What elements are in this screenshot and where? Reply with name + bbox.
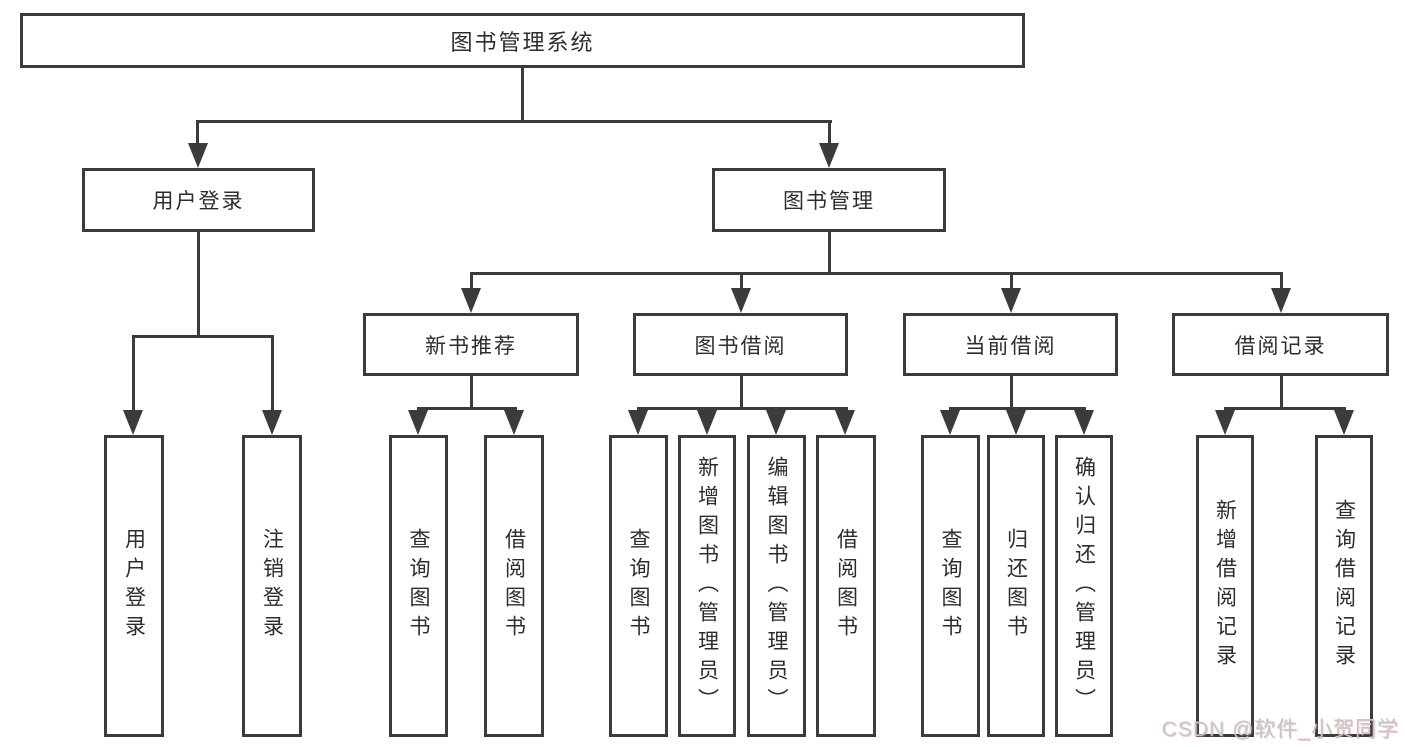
node-leaf-bb-edit-books-admin: 编辑图书（管理员） — [747, 435, 806, 737]
node-leaf-bb-edit-books-admin-label: 编辑图书（管理员） — [765, 455, 788, 717]
node-leaf-cb-confirm-return-admin: 确认归还（管理员） — [1055, 435, 1113, 737]
arrow-down-icon — [1215, 410, 1235, 435]
node-current-borrowing: 当前借阅 — [903, 313, 1118, 376]
connector-root-left-stub — [196, 120, 199, 145]
node-leaf-bb-add-books-admin: 新增图书（管理员） — [678, 435, 736, 737]
arrow-down-icon — [835, 410, 855, 435]
arrow-down-icon — [819, 143, 839, 168]
connector-userlogin-bar — [132, 335, 274, 338]
connector-bookmgmt-stub — [1280, 272, 1283, 290]
connector-root-trunk — [521, 68, 524, 122]
node-leaf-br-query-record-label: 查询借阅记录 — [1332, 499, 1356, 673]
arrow-down-icon — [188, 143, 208, 168]
node-leaf-bb-query-books: 查询图书 — [609, 435, 668, 737]
connector-userlogin-trunk — [197, 232, 200, 337]
node-leaf-cb-confirm-return-admin-label: 确认归还（管理员） — [1072, 455, 1096, 717]
node-leaf-logout-label: 注销登录 — [260, 528, 284, 644]
connector-nb-trunk — [470, 376, 473, 409]
node-user-login-label: 用户登录 — [152, 190, 245, 213]
connector-br-bar — [1224, 407, 1346, 410]
node-leaf-user-login: 用户登录 — [104, 435, 164, 737]
connector-userlogin-stub — [271, 335, 274, 412]
node-leaf-br-add-record-label: 新增借阅记录 — [1213, 499, 1237, 673]
node-leaf-nb-borrow-books-label: 借阅图书 — [502, 528, 526, 644]
node-user-login: 用户登录 — [82, 168, 315, 232]
connector-bb-trunk — [740, 376, 743, 409]
node-leaf-bb-query-books-label: 查询图书 — [627, 528, 650, 644]
node-leaf-cb-return-books-label: 归还图书 — [1004, 528, 1028, 644]
arrow-down-icon — [1334, 410, 1354, 435]
node-leaf-cb-query-books-label: 查询图书 — [939, 528, 962, 644]
connector-userlogin-stub — [132, 335, 135, 412]
connector-bookmgmt-stub — [1010, 272, 1013, 290]
csdn-watermark: CSDN @软件_小贺同学 — [1161, 718, 1399, 741]
connector-root-right-stub — [828, 120, 831, 145]
connector-bookmgmt-stub — [740, 272, 743, 290]
node-leaf-br-query-record: 查询借阅记录 — [1315, 435, 1373, 737]
connector-nb-bar — [417, 407, 517, 410]
node-leaf-nb-query-books-label: 查询图书 — [407, 528, 430, 644]
node-borrowing-records-label: 借阅记录 — [1234, 334, 1327, 358]
node-leaf-br-add-record: 新增借阅记录 — [1196, 435, 1254, 737]
arrow-down-icon — [123, 410, 143, 435]
connector-cb-trunk — [1010, 376, 1013, 409]
arrow-down-icon — [697, 410, 717, 435]
connector-cb-bar — [949, 407, 1086, 410]
node-leaf-logout: 注销登录 — [242, 435, 302, 737]
connector-bb-bar — [637, 407, 848, 410]
connector-bookmgmt-stub — [470, 272, 473, 290]
arrow-down-icon — [1271, 288, 1291, 313]
arrow-down-icon — [731, 288, 751, 313]
arrow-down-icon — [766, 410, 786, 435]
node-current-borrowing-label: 当前借阅 — [964, 334, 1057, 358]
connector-bookmgmt-trunk — [828, 232, 831, 274]
node-new-book-recommend: 新书推荐 — [363, 313, 579, 376]
node-leaf-cb-return-books: 归还图书 — [987, 435, 1045, 737]
node-leaf-cb-query-books: 查询图书 — [921, 435, 980, 737]
node-root-system-label: 图书管理系统 — [450, 29, 595, 55]
arrow-down-icon — [504, 410, 524, 435]
node-leaf-bb-borrow-books: 借阅图书 — [816, 435, 876, 737]
node-root-system: 图书管理系统 — [20, 13, 1025, 68]
arrow-down-icon — [1006, 410, 1026, 435]
arrow-down-icon — [408, 410, 428, 435]
arrow-down-icon — [262, 410, 282, 435]
arrow-down-icon — [940, 410, 960, 435]
arrow-down-icon — [1001, 288, 1021, 313]
node-leaf-nb-borrow-books: 借阅图书 — [484, 435, 544, 737]
node-leaf-user-login-label: 用户登录 — [122, 528, 146, 644]
arrow-down-icon — [628, 410, 648, 435]
connector-br-trunk — [1280, 376, 1283, 409]
node-leaf-bb-borrow-books-label: 借阅图书 — [834, 528, 858, 644]
node-borrowing-records: 借阅记录 — [1172, 313, 1389, 376]
node-leaf-nb-query-books: 查询图书 — [389, 435, 448, 737]
connector-root-bar — [196, 120, 832, 123]
node-leaf-bb-add-books-admin-label: 新增图书（管理员） — [695, 455, 719, 717]
node-book-borrowing: 图书借阅 — [633, 313, 848, 376]
arrow-down-icon — [461, 288, 481, 313]
arrow-down-icon — [1074, 410, 1094, 435]
node-book-borrowing-label: 图书借阅 — [694, 334, 787, 358]
connector-bookmgmt-bar — [470, 272, 1283, 275]
node-book-management-label: 图书管理 — [783, 190, 875, 213]
node-book-management: 图书管理 — [712, 168, 946, 232]
node-new-book-recommend-label: 新书推荐 — [425, 334, 517, 358]
